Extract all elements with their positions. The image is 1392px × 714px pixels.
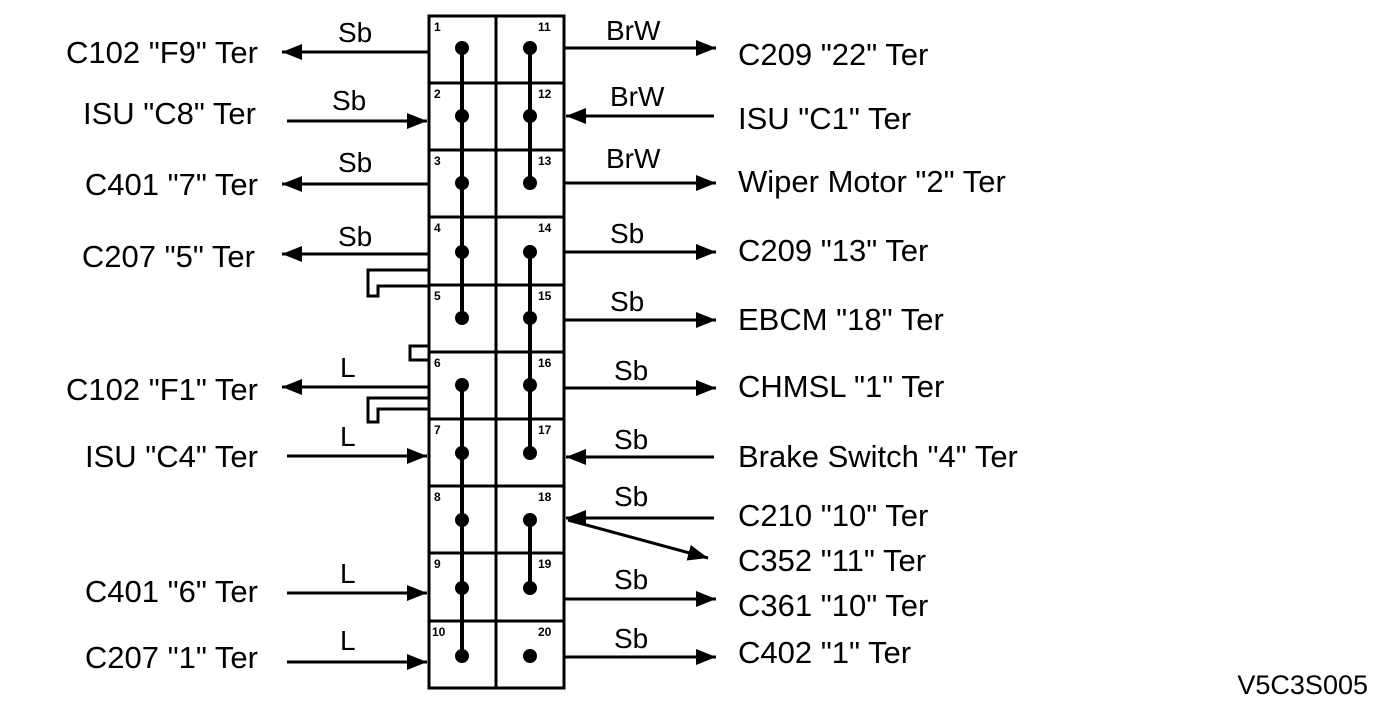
terminal-label: ISU "C1" Ter: [738, 101, 911, 136]
terminal-label: EBCM "18" Ter: [738, 302, 944, 337]
wire-color-label: L: [340, 352, 356, 383]
terminal-label: C102 "F9" Ter: [66, 35, 258, 70]
terminal-label: CHMSL "1" Ter: [738, 369, 944, 404]
wire-color-label: Sb: [610, 218, 644, 249]
wire-color-label: Sb: [614, 355, 648, 386]
pin-number: 13: [538, 154, 552, 168]
left-wires: [282, 44, 429, 670]
left-wire-colors: Sb Sb Sb Sb L L L L: [332, 17, 372, 656]
pin-number: 9: [434, 557, 441, 571]
terminal-label: C352 "11" Ter: [738, 543, 926, 578]
right-wires: [564, 40, 716, 665]
wire-color-label: L: [340, 625, 356, 656]
terminal-label: ISU "C4" Ter: [85, 439, 258, 474]
pin-number: 1: [434, 20, 441, 34]
pin-number: 10: [432, 625, 446, 639]
terminal-label: C210 "10" Ter: [738, 498, 928, 533]
connector-block: [427, 14, 566, 690]
pin-number: 15: [538, 289, 552, 303]
external-jumpers: [366, 268, 429, 424]
terminal-label: Wiper Motor "2" Ter: [738, 164, 1006, 199]
wire-color-label: Sb: [610, 286, 644, 317]
pin-number: 8: [434, 490, 441, 504]
pin-numbers-right: 11 12 13 14 15 16 17 18 19 20: [538, 20, 552, 639]
terminal-dots: [455, 41, 537, 663]
terminal-label: C361 "10" Ter: [738, 588, 928, 623]
pin-number: 6: [434, 356, 441, 370]
terminal-label: Brake Switch "4" Ter: [738, 439, 1018, 474]
terminal-label: C102 "F1" Ter: [66, 372, 258, 407]
pin-number: 19: [538, 557, 552, 571]
right-wire-colors: BrW BrW BrW Sb Sb Sb Sb Sb Sb Sb: [606, 15, 665, 654]
wire-color-label: Sb: [614, 481, 648, 512]
pin-number: 2: [434, 87, 441, 101]
pin-number: 5: [434, 289, 441, 303]
terminal-label: C207 "1" Ter: [85, 640, 258, 675]
wire-color-label: Sb: [614, 623, 648, 654]
left-terminal-labels: C102 "F9" Ter ISU "C8" Ter C401 "7" Ter …: [66, 35, 258, 675]
terminal-label: C209 "22" Ter: [738, 37, 928, 72]
pin-number: 16: [538, 356, 552, 370]
terminal-label: C402 "1" Ter: [738, 635, 911, 670]
wire-color-label: L: [340, 558, 356, 589]
wire-color-label: BrW: [606, 15, 661, 46]
pin-numbers-left: 1 2 3 4 5 6 7 8 9 10: [432, 20, 446, 639]
pin-number: 4: [434, 221, 441, 235]
terminal-label: ISU "C8" Ter: [83, 96, 256, 131]
pin-number: 7: [434, 423, 441, 437]
wire-color-label: Sb: [338, 17, 372, 48]
pin-number: 14: [538, 221, 552, 235]
pin-number: 12: [538, 87, 552, 101]
wire-color-label: Sb: [614, 564, 648, 595]
wire-color-label: L: [340, 421, 356, 452]
right-terminal-labels: C209 "22" Ter ISU "C1" Ter Wiper Motor "…: [738, 37, 1018, 670]
wire-color-label: BrW: [610, 81, 665, 112]
wire-color-label: Sb: [614, 424, 648, 455]
terminal-label: C401 "7" Ter: [85, 167, 258, 202]
pin-number: 20: [538, 625, 552, 639]
wire-color-label: Sb: [338, 147, 372, 178]
pin-number: 18: [538, 490, 552, 504]
figure-code: V5C3S005: [1237, 670, 1368, 700]
terminal-label: C401 "6" Ter: [85, 574, 258, 609]
wire-color-label: Sb: [338, 221, 372, 252]
pin-number: 3: [434, 154, 441, 168]
pin-number: 17: [538, 423, 552, 437]
wire-color-label: Sb: [332, 85, 366, 116]
pin-number: 11: [538, 20, 551, 34]
terminal-label: C207 "5" Ter: [82, 239, 255, 274]
terminal-label: C209 "13" Ter: [738, 233, 928, 268]
wire-color-label: BrW: [606, 143, 661, 174]
